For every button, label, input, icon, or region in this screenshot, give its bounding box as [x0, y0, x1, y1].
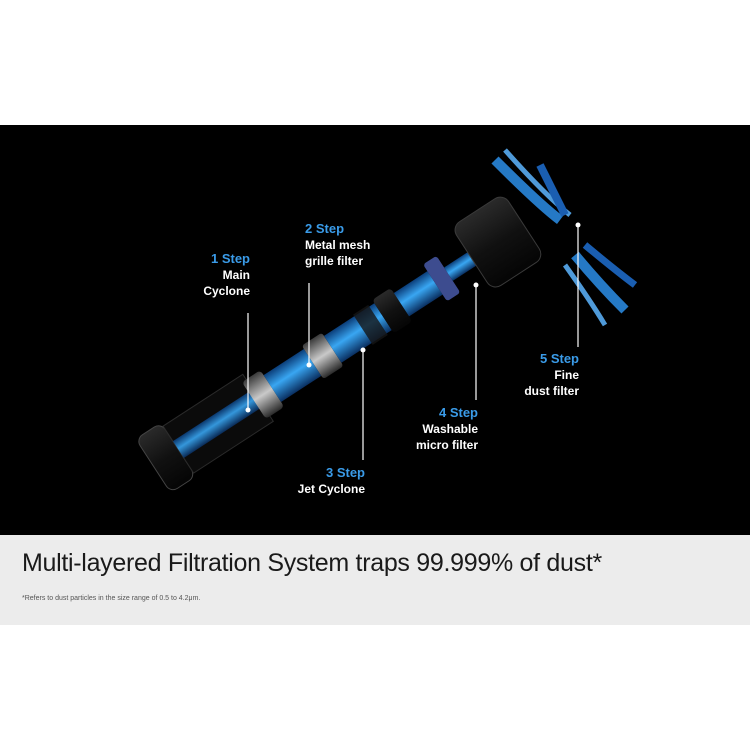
step-2-label: 2 Step Metal mesh grille filter [305, 221, 405, 269]
step-5-label: 5 Step Fine dust filter [500, 351, 579, 399]
step-5-line2: dust filter [524, 384, 579, 398]
step-3-title: 3 Step [325, 465, 365, 480]
step-1-line2: Cyclone [203, 284, 250, 298]
pointer-dots [245, 222, 581, 413]
filtration-diagram [138, 148, 638, 491]
step-1-title: 1 Step [210, 251, 250, 266]
step-2-line2: grille filter [305, 254, 364, 268]
step-3-line1: Jet Cyclone [297, 482, 365, 496]
step-2-line1: Metal mesh [305, 238, 371, 252]
caption-band: Multi-layered Filtration System traps 99… [0, 535, 750, 625]
vacuum-filter-assembly [138, 196, 542, 491]
footnote: *Refers to dust particles in the size ra… [22, 595, 201, 602]
step-4-line2: micro filter [415, 438, 478, 452]
step-1-line1: Main [222, 268, 250, 282]
step-2-title: 2 Step [305, 221, 345, 236]
step-3-label: 3 Step Jet Cyclone [270, 465, 365, 497]
airflow-streams [491, 148, 638, 327]
step-5-title: 5 Step [539, 351, 579, 366]
pointer-lines [247, 225, 579, 460]
headline: Multi-layered Filtration System traps 99… [22, 549, 602, 577]
product-illustration-panel: 1 Step Main Cyclone 2 Step Metal mesh gr… [0, 125, 750, 535]
step-4-label: 4 Step Washable micro filter [380, 405, 478, 453]
step-4-title: 4 Step [438, 405, 478, 420]
step-4-line1: Washable [422, 422, 478, 436]
step-1-label: 1 Step Main Cyclone [180, 251, 250, 299]
step-5-line1: Fine [554, 368, 579, 382]
